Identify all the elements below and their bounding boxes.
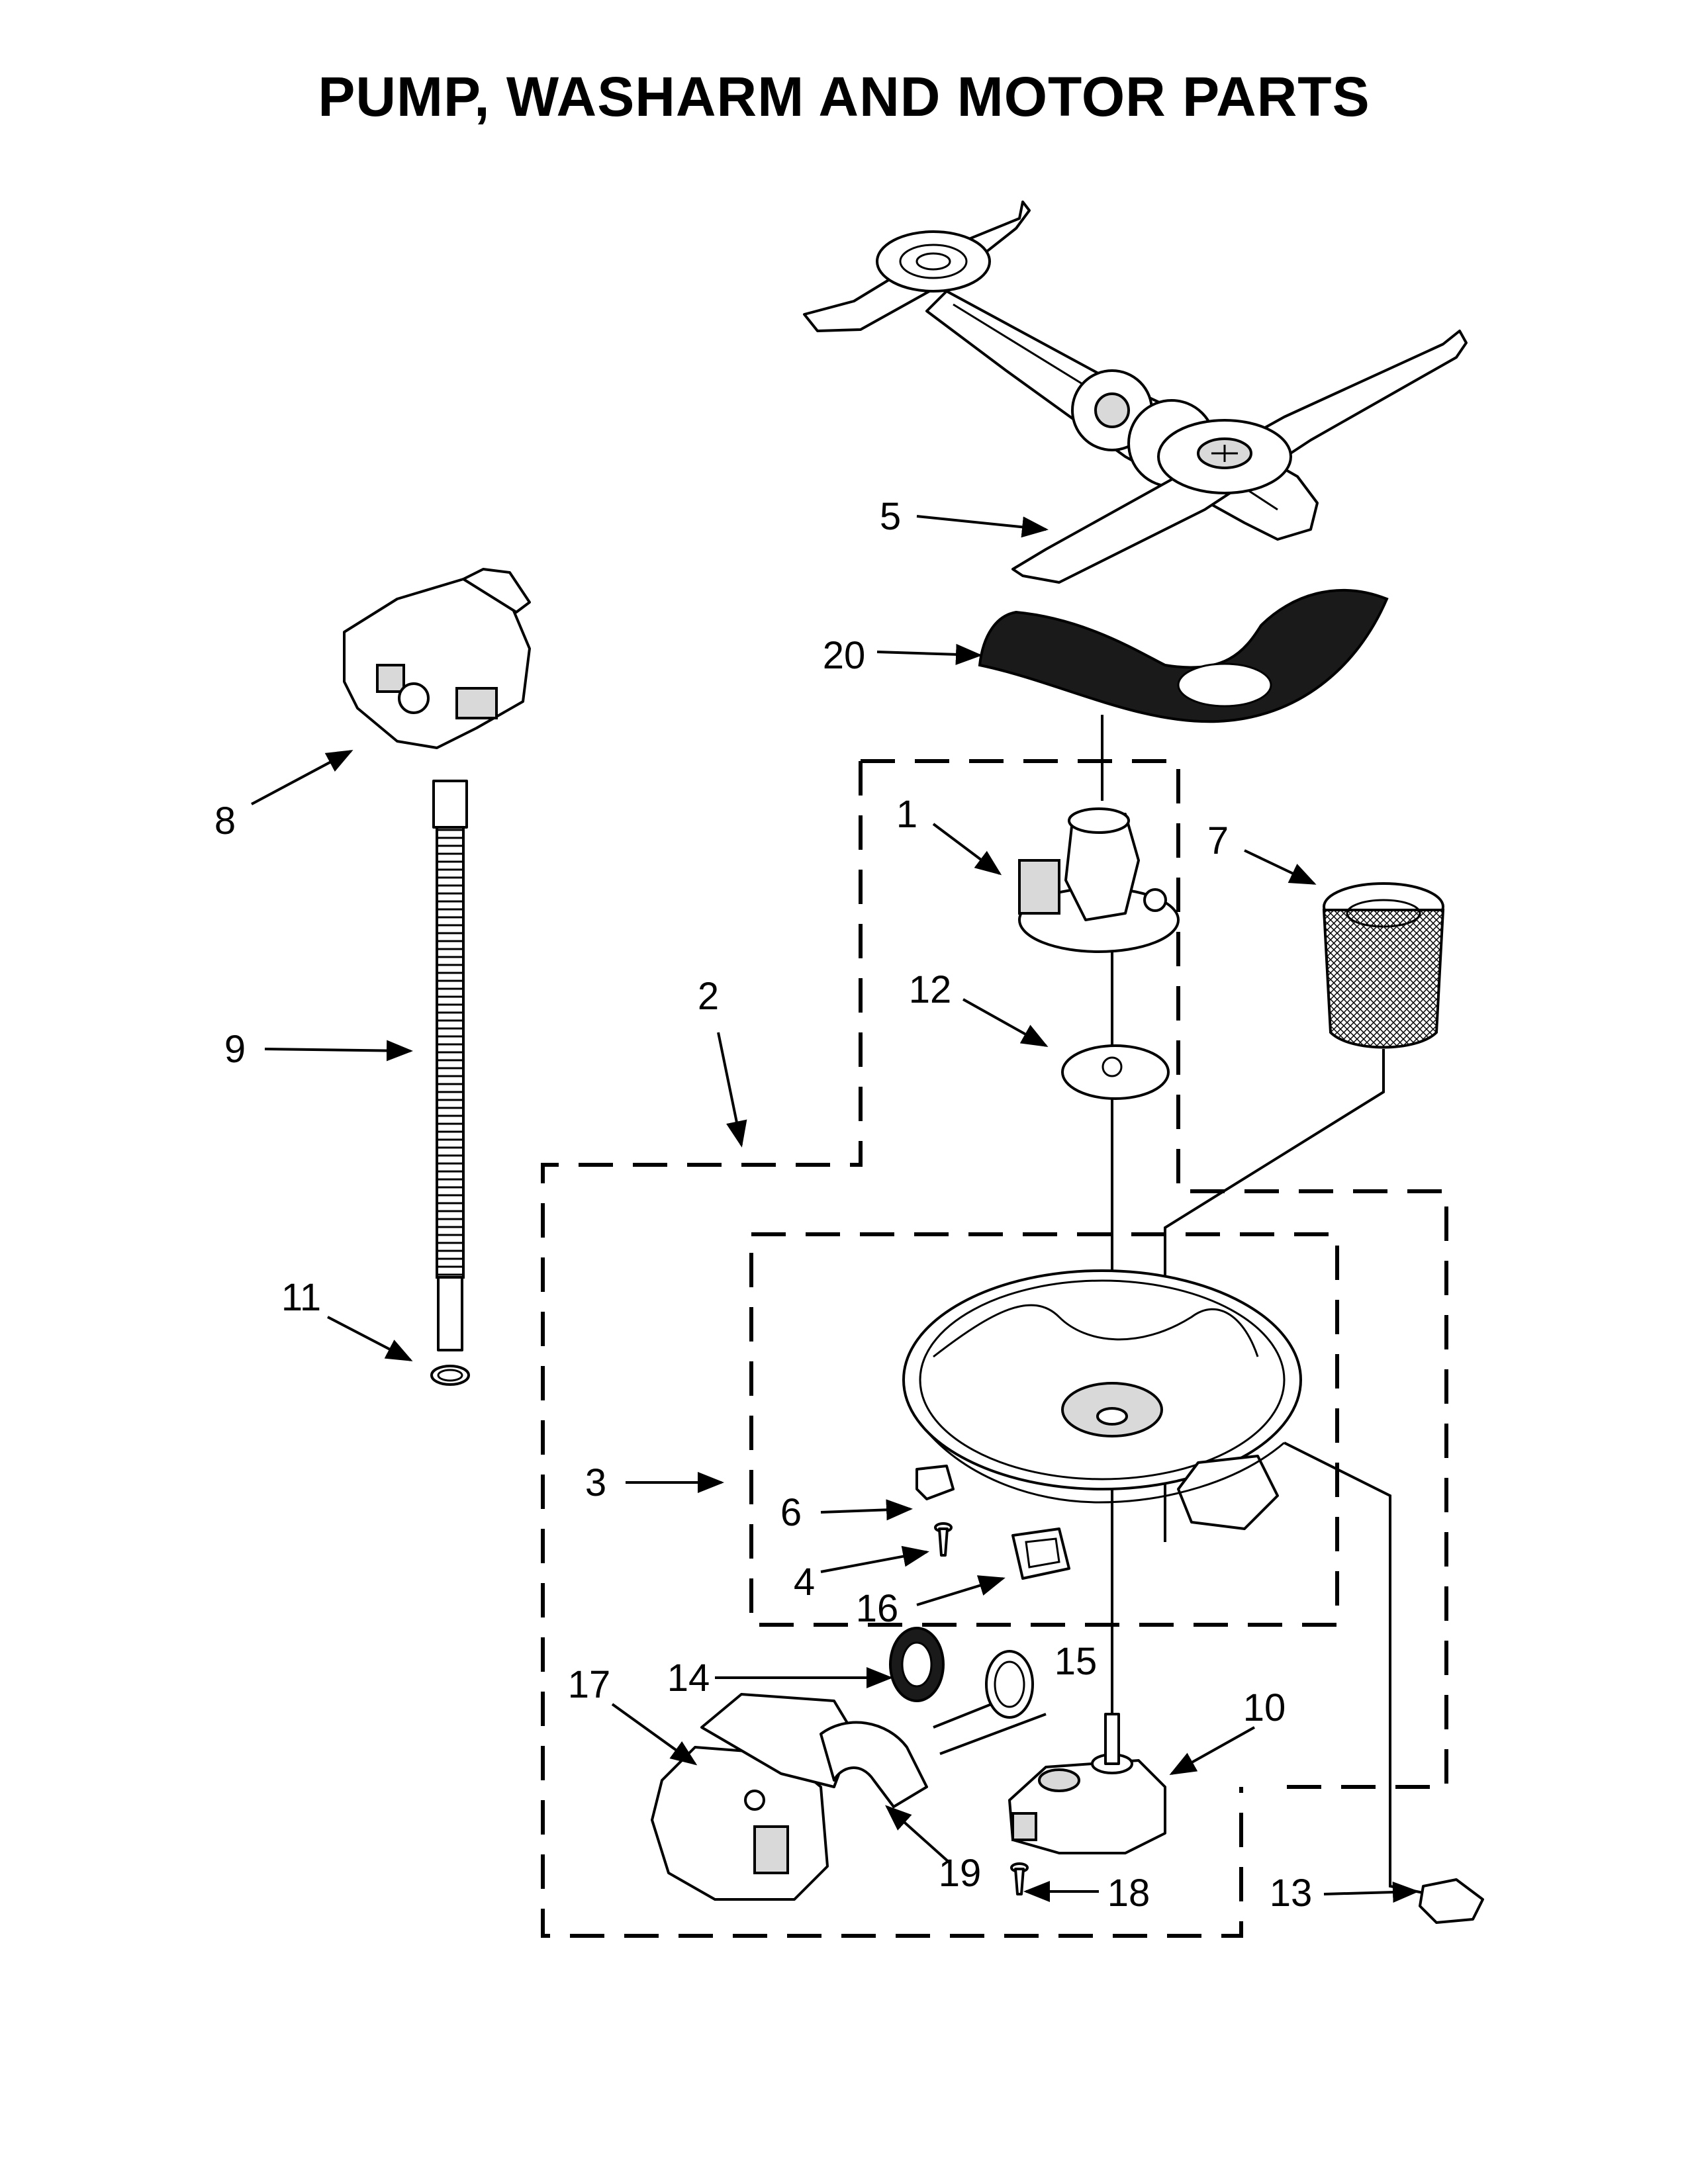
- part-12-gasket: [1061, 1044, 1170, 1100]
- callout-6: 6: [780, 1491, 802, 1534]
- callout-13: 13: [1270, 1872, 1313, 1915]
- callout-9: 9: [224, 1028, 246, 1071]
- part-16: [1011, 1527, 1070, 1580]
- leader-arrows: [251, 515, 1419, 1903]
- callout-20: 20: [823, 634, 866, 677]
- callout-1: 1: [896, 793, 917, 836]
- part-19-hose: [820, 1721, 928, 1808]
- callouts: 5 20 8 1 7 9 12 2 11 3 6 4 16 14 15 17 1…: [214, 495, 1312, 1915]
- assembly-box-3: [749, 1232, 1339, 1627]
- callout-11: 11: [281, 1276, 321, 1319]
- part-17-pump-motor: [651, 1693, 855, 1901]
- page-title: PUMP, WASHARM AND MOTOR PARTS: [318, 66, 1370, 128]
- part-1-diverter: [1018, 807, 1180, 953]
- callout-16: 16: [856, 1587, 899, 1630]
- callout-5: 5: [880, 495, 901, 538]
- part-7-filter: [1322, 882, 1445, 1049]
- callout-3: 3: [585, 1461, 606, 1504]
- callout-14: 14: [667, 1657, 710, 1700]
- part-5-washarm: [803, 201, 1468, 584]
- part-6: [915, 1465, 955, 1500]
- callout-17: 17: [568, 1663, 611, 1706]
- part-10-diverter: [1008, 1713, 1166, 1854]
- part-9-hose: [432, 780, 468, 1351]
- callout-18: 18: [1107, 1872, 1150, 1915]
- callout-15: 15: [1055, 1640, 1098, 1683]
- part-13-thermistor: [1419, 1878, 1484, 1924]
- callout-7: 7: [1207, 819, 1229, 862]
- assembly-box-2: [541, 759, 1448, 1938]
- part-14-seal: [889, 1627, 945, 1702]
- part-20-shield: [978, 589, 1389, 723]
- part-4-screw: [934, 1522, 953, 1557]
- callout-8: 8: [214, 799, 236, 842]
- callout-19: 19: [939, 1852, 982, 1895]
- part-18-screw: [1010, 1862, 1029, 1895]
- callout-12: 12: [909, 968, 952, 1011]
- callout-4: 4: [794, 1561, 815, 1604]
- callout-10: 10: [1243, 1686, 1286, 1729]
- part-8-diverter-motor: [343, 568, 531, 749]
- part-11-clamp: [430, 1365, 470, 1386]
- part-3-sump: [902, 1269, 1302, 1530]
- callout-2: 2: [698, 975, 719, 1018]
- part-15-clamp: [985, 1650, 1034, 1719]
